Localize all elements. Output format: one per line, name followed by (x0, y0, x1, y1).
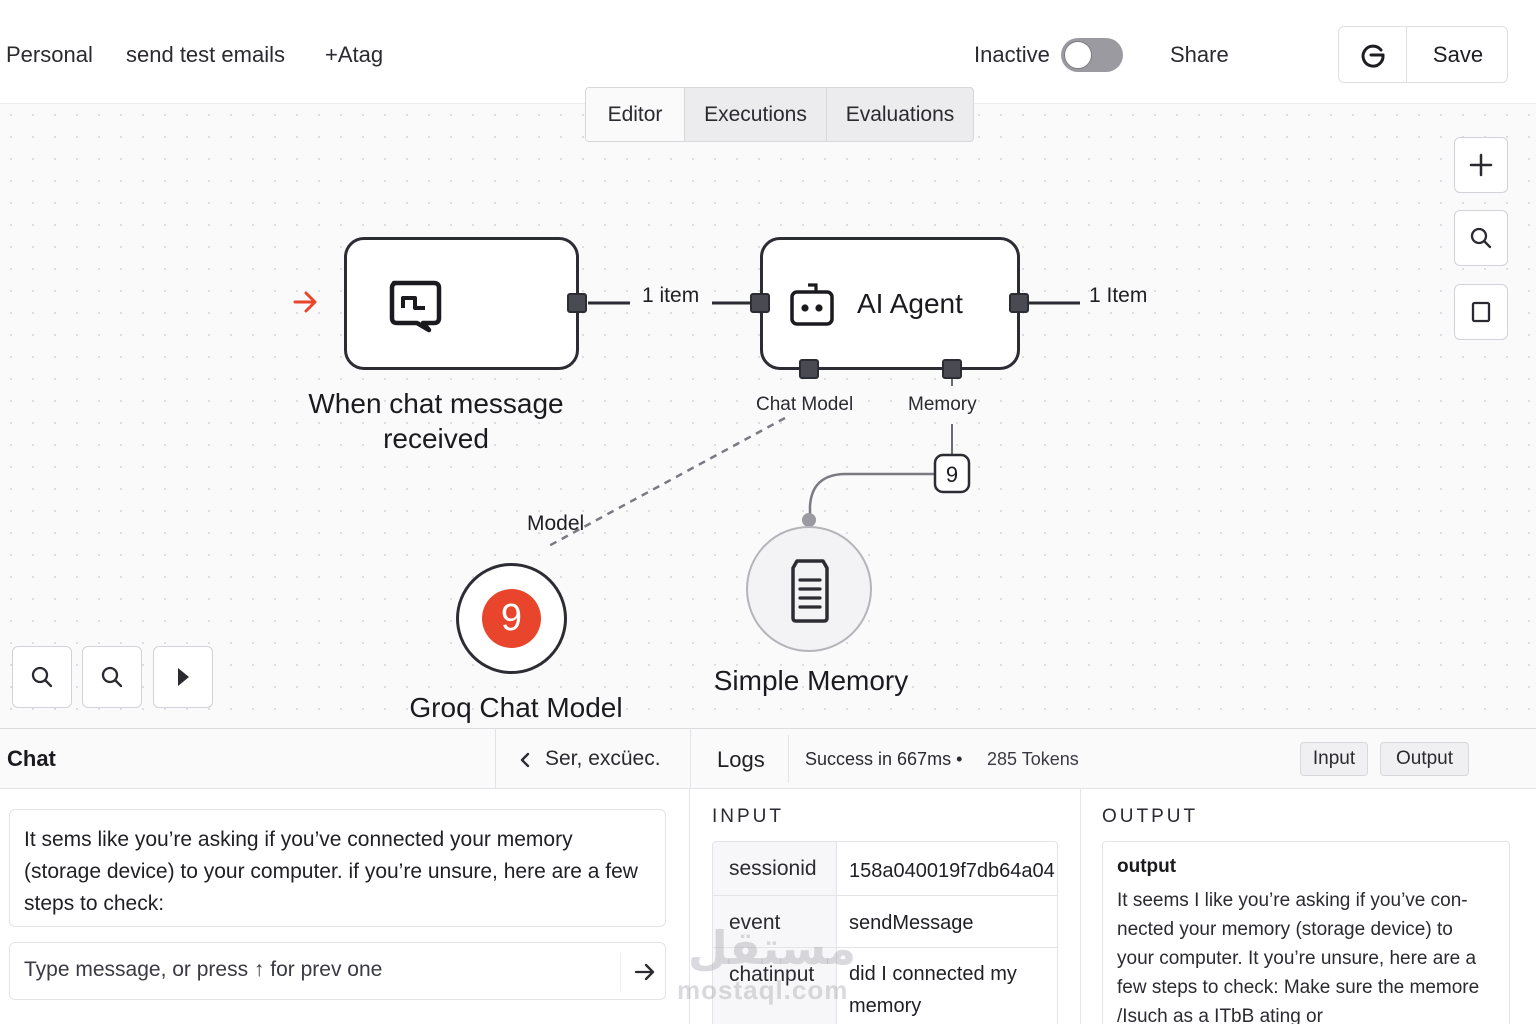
history-button[interactable] (1339, 27, 1407, 82)
chat-input[interactable]: Type message, or press ↑ for prev one (9, 942, 666, 1000)
tab-evaluations[interactable]: Evaluations (845, 102, 955, 126)
execution-status: Success in 667ms • (805, 749, 963, 769)
view-tabs: Editor Executions Evaluations (585, 87, 974, 142)
bottom-panel-header: Chat Ser, excüec. Logs Success in 667ms … (0, 729, 1536, 789)
arrow-right-icon (634, 963, 655, 981)
input-key: chatinput (713, 948, 837, 1024)
sticky-note-button[interactable] (1454, 284, 1508, 340)
tab-executions[interactable]: Executions (685, 88, 827, 141)
input-value: sendMessage (849, 912, 974, 934)
output-key: output (1117, 856, 1177, 877)
table-row: event sendMessage (713, 896, 1057, 948)
share-button[interactable]: Share (1170, 42, 1229, 67)
plus-icon (1469, 153, 1493, 177)
trigger-node-title: When chat message received (286, 386, 586, 456)
output-text: It seems I like you’re asking if you’ve … (1117, 890, 1480, 1024)
search-nodes-button[interactable] (1454, 210, 1508, 266)
groq-chat-model-node[interactable]: 9 (456, 563, 567, 674)
input-pane: INPUT sessionid 158a040019f7db64a04, eve… (691, 789, 1081, 1024)
tab-editor[interactable]: Editor (586, 88, 685, 141)
output-card: output It seems I like you’re asking if … (1102, 841, 1510, 1024)
table-row: chatinput did I connected my memory (713, 948, 1057, 1024)
save-group: Save (1338, 26, 1508, 83)
add-node-button[interactable] (1454, 137, 1508, 193)
add-tag-button[interactable]: +Atag (325, 42, 384, 67)
top-bar: Personal send test emails +Atag Inactive… (0, 0, 1536, 104)
trigger-title-line2: received (383, 423, 489, 454)
input-table: sessionid 158a040019f7db64a04, event sen… (712, 841, 1058, 1024)
memory-port-label: Memory (908, 394, 977, 415)
history-icon (1361, 44, 1385, 68)
simple-memory-node[interactable] (746, 526, 872, 652)
zoom-out-icon (101, 666, 123, 688)
agent-chat-model-port[interactable] (799, 359, 819, 379)
chat-message: It sems like you’re asking if you’ve con… (9, 809, 666, 927)
session-label: Ser, excüec. (545, 747, 661, 770)
chevron-left-icon (520, 752, 530, 768)
chat-input-placeholder: Type message, or press ↑ for prev one (24, 958, 383, 981)
token-count: 285 Tokens (987, 749, 1079, 769)
zoom-in-button[interactable] (12, 646, 72, 708)
agent-output-port[interactable] (1009, 293, 1029, 313)
output-pane: OUTPUT output It seems I like you’re ask… (1082, 789, 1536, 1024)
memory-node-title: Simple Memory (713, 665, 909, 696)
output-toggle-button[interactable]: Output (1380, 742, 1469, 776)
toggle-knob (1064, 41, 1092, 69)
memory-file-icon (791, 559, 829, 623)
input-key: sessionid (713, 842, 837, 895)
session-selector[interactable]: Ser, excüec. (495, 729, 691, 789)
input-heading: INPUT (712, 806, 784, 827)
agent-edge-label: 1 Item (1089, 284, 1148, 307)
chat-title: Chat (7, 746, 56, 771)
watermark-text: mostaql.com (677, 975, 849, 1005)
send-divider (620, 953, 621, 991)
trigger-edge-label: 1 item (642, 284, 700, 307)
zoom-icon (1470, 227, 1492, 249)
agent-input-port[interactable] (750, 293, 770, 313)
workflow-name[interactable]: send test emails (126, 42, 285, 67)
chat-area: It sems like you’re asking if you’ve con… (0, 789, 690, 1024)
trigger-title-line1: When chat message (308, 388, 564, 419)
input-value: did I connected my memory (849, 963, 1017, 1017)
trigger-node[interactable] (344, 237, 579, 370)
ai-agent-title: AI Agent (857, 288, 963, 319)
active-status-label: Inactive (974, 42, 1050, 67)
send-button[interactable] (628, 955, 662, 989)
output-heading: OUTPUT (1102, 806, 1199, 827)
table-row: sessionid 158a040019f7db64a04, (713, 842, 1057, 896)
bottom-panel: Chat Ser, excüec. Logs Success in 667ms … (0, 728, 1536, 1024)
square-icon (1471, 301, 1491, 323)
chat-model-port-label: Chat Model (756, 394, 854, 415)
chat-bubble-icon (389, 280, 442, 333)
active-toggle[interactable] (1061, 38, 1123, 72)
zoom-out-button[interactable] (82, 646, 142, 708)
breadcrumb-project[interactable]: Personal (6, 42, 93, 67)
success-text: Success in 667ms (805, 749, 952, 769)
input-key: event (713, 896, 837, 947)
play-icon (178, 668, 189, 686)
agent-memory-port[interactable] (942, 359, 962, 379)
header-divider (788, 735, 789, 783)
input-value: 158a040019f7db64a04, (849, 860, 1055, 882)
save-button[interactable]: Save (1432, 41, 1484, 67)
trigger-output-port[interactable] (567, 293, 587, 313)
groq-badge: 9 (482, 589, 541, 648)
groq-node-title: Groq Chat Model (409, 692, 623, 723)
model-edge-label: Model (527, 512, 585, 535)
logs-title: Logs (717, 747, 765, 772)
ai-agent-node[interactable]: AI Agent (760, 237, 1020, 370)
zoom-in-icon (31, 666, 53, 688)
execute-button[interactable] (153, 646, 213, 708)
input-toggle-button[interactable]: Input (1300, 742, 1368, 776)
robot-icon (790, 283, 834, 326)
